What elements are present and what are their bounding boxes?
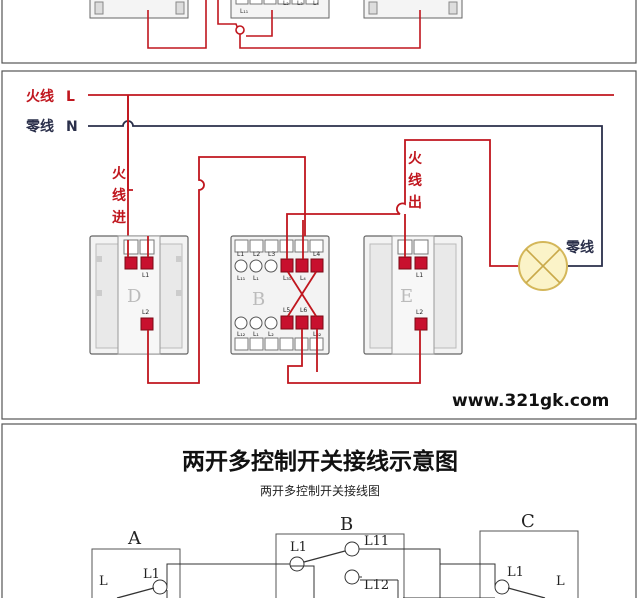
switch-a-label: L <box>99 574 108 589</box>
switch-b-terminal-bottom-red <box>310 315 324 330</box>
switch-e-letter: E <box>400 286 413 307</box>
switch-b-top-label: L2 <box>253 251 260 258</box>
switch-b-bottom-sub-label: L₂ <box>268 331 274 338</box>
switch-b-terminal-top-red <box>295 258 309 273</box>
switch-c-box <box>479 530 579 598</box>
top-middle-terminal-label: L₂ <box>283 0 289 7</box>
switch-c-letter: C <box>521 511 535 532</box>
switch-d-l2-label: L2 <box>142 309 149 316</box>
bottom-panel: 两开多控制开关接线示意图 两开多控制开关接线图 A L L1 B L1 L11 … <box>1 423 637 598</box>
wire-b-to-lamp <box>286 139 520 267</box>
schematic-switch-b: B L1 L11 L12 <box>275 514 405 598</box>
switch-d: L1 D L2 <box>89 235 189 355</box>
switch-e-terminal-l1b <box>414 256 428 270</box>
bottom-panel-frame <box>1 423 637 598</box>
neutral-wire-label: 零线 <box>25 118 54 135</box>
live-wire-label: 火线 <box>26 88 54 105</box>
switch-e-l1-label: L1 <box>416 272 423 279</box>
switch-b-top-label: L3 <box>268 251 275 258</box>
top-wire-mid <box>246 10 273 37</box>
switch-b-sub-label: L₄ <box>300 275 306 282</box>
lamp-neutral-label: 零线 <box>565 239 594 256</box>
middle-panel-frame <box>1 70 637 420</box>
wire-b-cross-2 <box>287 271 317 317</box>
switch-b-terminal-top-red <box>280 258 294 273</box>
wire-b-to-e-bottom <box>287 329 421 384</box>
switch-c-label: L1 <box>507 565 524 580</box>
switch-b-sub-label: L₃₁ <box>283 275 292 282</box>
top-middle-terminal-label: L₃ <box>297 0 303 7</box>
live-in-label-char: 火 <box>112 166 127 182</box>
schematic-switch-c: C L1 L <box>479 511 579 598</box>
top-left-switch-body <box>89 0 189 19</box>
top-middle-terminal-label: L₁₁ <box>240 8 249 15</box>
switch-e-terminal-l2 <box>414 317 428 331</box>
website-url: www.321gk.com <box>452 391 609 411</box>
switch-d-terminal-l1b <box>140 256 154 270</box>
diagram-subtitle: 两开多控制开关接线图 <box>260 483 380 498</box>
switch-b-box <box>275 533 405 598</box>
switch-b-sub-label: L₁ <box>253 275 259 282</box>
top-right-switch-body <box>363 0 463 19</box>
switch-b-top-label: L4 <box>313 251 320 258</box>
switch-b: L1 L2 L3 L4 L₁₁ L₁ L₃₁ L₄ B L5 L6 <box>230 235 330 355</box>
top-wire-left <box>147 0 207 49</box>
neutral-wire-letter: N <box>66 119 78 135</box>
switch-b-schematic-label: L11 <box>364 534 389 549</box>
switch-e: L1 E L2 <box>363 235 463 355</box>
neutral-bus-line <box>88 120 603 267</box>
top-panel: L₁₁ L₂ L₃ L₄ <box>1 0 637 64</box>
switch-a-letter: A <box>127 528 142 549</box>
schematic-wires <box>166 548 496 598</box>
switch-a-box <box>91 548 181 598</box>
switch-d-l1-label: L1 <box>142 272 149 279</box>
middle-panel: 火线 L 零线 N 火 线 进 火 线 出 L1 D L <box>1 70 637 420</box>
top-panel-wires <box>147 0 421 49</box>
top-left-switch <box>89 0 189 19</box>
switch-e-terminal-l1a <box>398 256 412 270</box>
switch-b-terminal-bottom-red <box>280 315 294 330</box>
switch-b-bottom-sub-label: L₁ <box>253 331 259 338</box>
switch-a-label: L1 <box>143 567 160 582</box>
switch-d-terminal-l2 <box>140 317 154 331</box>
switch-b-bottom-sub-label: L₁₂ <box>237 331 246 338</box>
switch-c-label: L <box>556 574 565 589</box>
live-wire-letter: L <box>66 89 75 105</box>
switch-b-letter: B <box>252 289 265 310</box>
switch-b-bottom-label: L6 <box>300 307 307 314</box>
diagram-title: 两开多控制开关接线示意图 <box>182 448 458 475</box>
switch-b-schematic-letter: B <box>340 514 353 535</box>
switch-b-top-label: L1 <box>237 251 244 258</box>
switch-b-bottom-label: L5 <box>283 307 290 314</box>
switch-b-terminal-bottom-red <box>295 315 309 330</box>
top-right-switch <box>363 0 463 19</box>
switch-b-schematic-label: L12 <box>364 578 389 593</box>
live-in-label-char: 线 <box>112 187 126 204</box>
top-middle-switch: L₁₁ L₂ L₃ L₄ <box>230 0 330 19</box>
top-middle-terminal-label: L₄ <box>313 0 319 7</box>
live-in-label-char: 进 <box>112 210 126 226</box>
switch-b-terminal-top-red <box>310 258 324 273</box>
switch-b-schematic-label: L1 <box>290 540 307 555</box>
live-out-label-char: 线 <box>408 172 422 189</box>
schematic-switch-a: A L L1 <box>91 528 181 598</box>
switch-e-l2-label: L2 <box>416 309 423 316</box>
lamp <box>518 241 568 291</box>
wire-d-to-b-top <box>198 156 306 236</box>
live-out-label-char: 火 <box>408 151 423 167</box>
switch-d-letter: D <box>127 286 141 307</box>
live-out-label-char: 出 <box>408 194 422 211</box>
top-panel-frame <box>1 0 637 64</box>
switch-d-terminal-l1a <box>124 256 138 270</box>
middle-panel-live-wires <box>127 139 520 384</box>
switch-b-sub-label: L₁₁ <box>237 275 246 282</box>
